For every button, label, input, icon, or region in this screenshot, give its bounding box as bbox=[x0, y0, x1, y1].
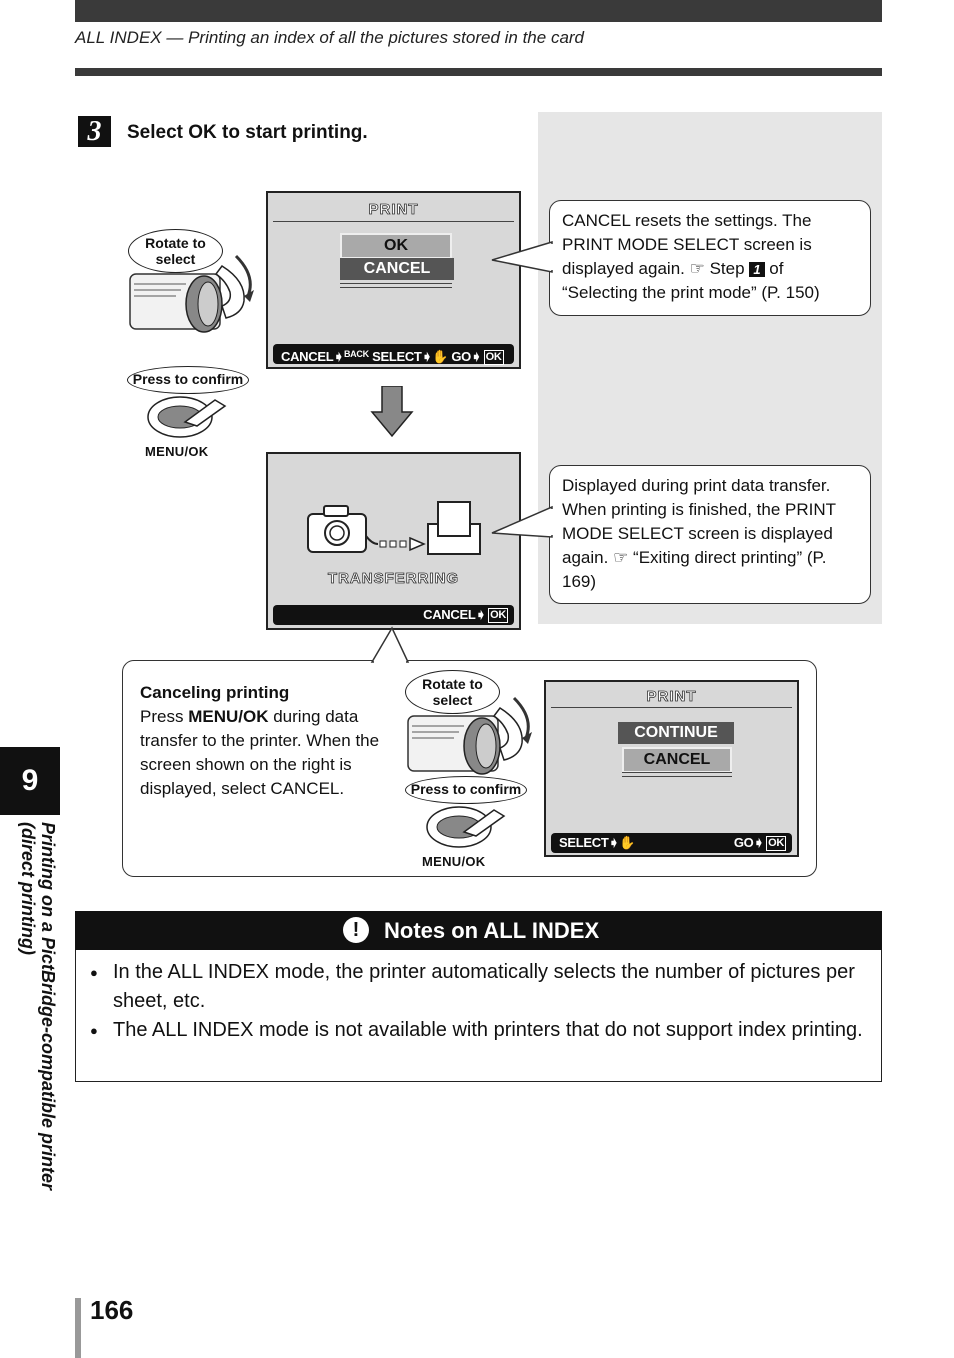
arrow-right-icon: ➧ bbox=[421, 349, 433, 364]
side-text-line1: Printing on a PictBridge-compatible prin… bbox=[38, 822, 58, 1191]
canceling-text-a: Press bbox=[140, 707, 184, 726]
screen-divider bbox=[340, 287, 452, 288]
canceling-text-b: during data transfer to the printer. Whe… bbox=[140, 707, 380, 798]
callout1-text-b: of “Selecting the print mode” (P. 150) bbox=[562, 259, 820, 302]
lcd-screen-print: PRINT OK CANCEL CANCEL➧BACK SELECT➧✋ GO➧… bbox=[266, 191, 521, 369]
chapter-side-text: Printing on a PictBridge-compatible prin… bbox=[18, 822, 58, 1282]
screen-divider bbox=[622, 776, 732, 777]
callout-transfer: Displayed during print data transfer. Wh… bbox=[549, 465, 871, 604]
ok-icon: OK bbox=[766, 836, 786, 851]
menu-option-ok[interactable]: OK bbox=[340, 233, 452, 259]
press-to-confirm-bubble-1: Press to confirm bbox=[127, 366, 249, 394]
status-cancel: CANCEL bbox=[281, 349, 334, 364]
camera-to-printer-icon bbox=[307, 501, 481, 555]
page-number-bar bbox=[75, 1298, 81, 1358]
callout1-text-a: CANCEL resets the settings. The PRINT MO… bbox=[562, 211, 812, 278]
notes-header: ! Notes on ALL INDEX bbox=[75, 911, 882, 950]
screen-status-bar: SELECT➧✋ GO➧OK bbox=[551, 833, 792, 853]
screen-title: PRINT bbox=[646, 688, 697, 706]
rotate-label: Rotate to select bbox=[145, 235, 206, 267]
menu-ok-button-illustration bbox=[424, 802, 534, 852]
back-icon: BACK bbox=[343, 349, 369, 359]
press-to-confirm-bubble-2: Press to confirm bbox=[405, 776, 527, 804]
status-cancel: CANCEL bbox=[423, 607, 476, 622]
reference-hand-icon: ☞ bbox=[613, 548, 629, 567]
dial-icon: ✋ bbox=[619, 835, 635, 850]
reference-hand-icon: ☞ bbox=[689, 259, 705, 278]
arrow-right-icon: ➧ bbox=[608, 835, 620, 850]
notes-item: In the ALL INDEX mode, the printer autom… bbox=[90, 958, 870, 1016]
status-go-group: GO➧OK bbox=[734, 833, 786, 853]
screen-divider bbox=[622, 772, 732, 773]
screen-title: PRINT bbox=[368, 201, 419, 219]
status-go: GO bbox=[451, 349, 471, 364]
canceling-title: Canceling printing bbox=[140, 683, 290, 702]
screen-status-bar: CANCEL➧OK bbox=[273, 605, 514, 625]
canceling-pointer bbox=[370, 626, 410, 664]
transferring-label: TRANSFERRING bbox=[327, 570, 460, 588]
screen-divider bbox=[551, 707, 792, 708]
dial-icon: ✋ bbox=[432, 349, 449, 364]
screen-status-bar: CANCEL➧BACK SELECT➧✋ GO➧OK bbox=[273, 344, 514, 365]
ok-icon: OK bbox=[483, 350, 504, 365]
rotate-to-select-bubble-2: Rotate to select bbox=[405, 670, 500, 714]
page-header-title: ALL INDEX — Printing an index of all the… bbox=[75, 28, 585, 47]
callout2-text-b: “Exiting direct printing” (P. 169) bbox=[562, 548, 827, 591]
arrow-right-icon: ➧ bbox=[471, 349, 482, 364]
callout-pointer bbox=[491, 505, 554, 538]
notes-item: The ALL INDEX mode is not available with… bbox=[90, 1016, 870, 1045]
callout1-step-word: Step bbox=[709, 259, 745, 278]
menu-ok-button-illustration bbox=[145, 392, 255, 442]
menu-option-cancel[interactable]: CANCEL bbox=[340, 258, 454, 280]
rotate-to-select-bubble-1: Rotate to select bbox=[128, 229, 223, 273]
side-text-line2: (direct printing) bbox=[18, 822, 38, 955]
menu-option-cancel[interactable]: CANCEL bbox=[622, 747, 732, 773]
status-select: SELECT bbox=[559, 835, 609, 850]
step-title: Select OK to start printing. bbox=[127, 122, 368, 143]
dial-illustration bbox=[126, 226, 256, 336]
arrow-right-icon: ➧ bbox=[475, 607, 487, 622]
press-label: Press to confirm bbox=[132, 371, 244, 387]
page-number: 166 bbox=[90, 1295, 134, 1325]
notes-list: In the ALL INDEX mode, the printer autom… bbox=[90, 958, 870, 1045]
callout-cancel-resets: CANCEL resets the settings. The PRINT MO… bbox=[549, 200, 871, 316]
notes-title: Notes on ALL INDEX bbox=[384, 918, 600, 943]
canceling-bold: MENU/OK bbox=[188, 707, 269, 726]
screen-divider bbox=[340, 283, 452, 284]
lcd-screen-continue: PRINT CONTINUE CANCEL SELECT➧✋ GO➧OK bbox=[544, 680, 799, 857]
warning-icon: ! bbox=[343, 917, 369, 943]
dial-illustration bbox=[404, 668, 534, 778]
status-go: GO bbox=[733, 835, 754, 850]
status-select: SELECT bbox=[372, 349, 422, 364]
arrow-right-icon: ➧ bbox=[333, 349, 344, 364]
menu-ok-label: MENU/OK bbox=[422, 854, 486, 869]
ok-icon: OK bbox=[488, 608, 508, 623]
lcd-screen-transferring: TRANSFERRING CANCEL➧OK bbox=[266, 452, 521, 630]
chapter-tab: 9 bbox=[0, 747, 60, 815]
menu-ok-label: MENU/OK bbox=[145, 444, 209, 459]
rotate-label: Rotate to select bbox=[422, 676, 483, 708]
callout-pointer bbox=[491, 240, 554, 273]
callout2-text-a: Displayed during print data transfer. Wh… bbox=[562, 476, 836, 567]
press-label: Press to confirm bbox=[410, 781, 522, 797]
header-bar-top bbox=[75, 0, 882, 22]
menu-option-continue[interactable]: CONTINUE bbox=[618, 722, 734, 744]
step-number: 3 bbox=[78, 116, 111, 147]
screen-divider bbox=[273, 221, 514, 222]
down-arrow-icon bbox=[370, 386, 414, 438]
header-bar-bottom bbox=[75, 68, 882, 76]
arrow-right-icon: ➧ bbox=[753, 835, 765, 850]
step-number-badge: 1 bbox=[749, 262, 765, 277]
canceling-text: Canceling printing Press MENU/OK during … bbox=[140, 681, 390, 801]
